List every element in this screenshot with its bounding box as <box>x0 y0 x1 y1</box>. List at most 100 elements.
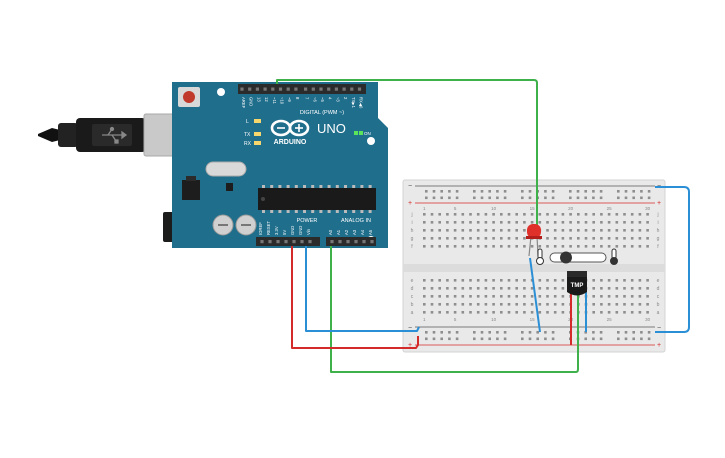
slider-track[interactable] <box>549 252 607 263</box>
wire-green-a0-sensor[interactable] <box>330 246 579 373</box>
reset-button-cap[interactable] <box>183 91 195 103</box>
breadboard[interactable]: − + − + − + − + 115510101515202025253030… <box>402 179 666 353</box>
pin-hole <box>362 240 366 244</box>
breadboard-hole <box>476 229 480 232</box>
column-number: 10 <box>491 206 497 211</box>
breadboard-hole <box>432 196 436 200</box>
wire-red-5v-rail[interactable] <box>291 246 419 349</box>
breadboard-hole <box>496 337 499 341</box>
breadboard-hole <box>530 295 534 298</box>
tmp-sensor[interactable]: TMP <box>567 271 587 296</box>
breadboard-hole <box>430 213 434 216</box>
breadboard-hole <box>484 287 488 290</box>
breadboard-hole <box>600 237 603 240</box>
breadboard-holes[interactable] <box>423 190 651 341</box>
breadboard-hole <box>538 245 542 248</box>
breadboard-hole <box>500 295 503 298</box>
breadboard-hole <box>538 311 542 314</box>
breadboard-hole <box>638 229 642 232</box>
rail-plus-label: + <box>408 200 412 207</box>
chip-pin <box>278 185 282 188</box>
breadboard-hole <box>507 221 511 224</box>
breadboard-hole <box>538 221 542 224</box>
breadboard-hole <box>576 190 580 193</box>
breadboard-hole <box>617 190 620 193</box>
breadboard-hole <box>561 295 565 298</box>
breadboard-hole <box>624 196 628 200</box>
pin-hole <box>334 87 338 91</box>
breadboard-hole <box>523 245 526 248</box>
breadboard-hole <box>630 213 634 216</box>
breadboard-hole <box>624 331 628 334</box>
crystal <box>205 161 247 177</box>
breadboard-hole <box>646 229 649 232</box>
breadboard-hole <box>423 221 426 224</box>
breadboard-hole <box>584 245 588 248</box>
row-letter: e <box>657 278 660 284</box>
breadboard-hole <box>507 311 511 314</box>
breadboard-hole <box>607 221 611 224</box>
wire-green-pin12-led[interactable] <box>276 79 538 228</box>
breadboard-hole <box>599 337 603 341</box>
breadboard-hole <box>561 287 565 290</box>
slider-handle[interactable] <box>560 251 572 264</box>
breadboard-hole <box>551 190 555 193</box>
row-letter: b <box>657 302 660 308</box>
breadboard-hole <box>546 245 549 248</box>
breadboard-hole <box>425 190 428 193</box>
temperature-slider[interactable] <box>536 248 618 265</box>
breadboard-hole <box>630 279 634 282</box>
breadboard-hole <box>623 303 626 306</box>
wire-blue-rail-bridge[interactable] <box>655 186 690 333</box>
breadboard-hole <box>492 237 495 240</box>
pin-hole <box>311 87 315 91</box>
breadboard-hole <box>484 245 488 248</box>
breadboard-hole <box>446 237 449 240</box>
breadboard-hole <box>561 213 565 216</box>
sensor-label: TMP <box>571 283 584 289</box>
breadboard-hole <box>469 229 472 232</box>
wires[interactable] <box>276 79 690 373</box>
breadboard-hole <box>423 237 426 240</box>
breadboard-hole <box>640 190 643 193</box>
breadboard-hole <box>577 237 580 240</box>
chip-pin <box>360 185 364 188</box>
voltage-regulator <box>182 180 200 200</box>
breadboard-hole <box>448 331 451 334</box>
breadboard-hole <box>592 303 595 306</box>
breadboard-hole <box>453 221 457 224</box>
breadboard-hole <box>553 237 557 240</box>
breadboard-hole <box>492 229 495 232</box>
breadboard-hole <box>600 295 603 298</box>
breadboard-hole <box>503 196 507 200</box>
row-letter: a <box>657 310 660 316</box>
wire-blue-led-gnd[interactable] <box>529 257 541 333</box>
arduino-logo <box>270 119 310 137</box>
breadboard-hole <box>607 229 611 232</box>
breadboard-hole <box>521 196 524 200</box>
breadboard-hole <box>640 331 643 334</box>
breadboard-hole <box>632 190 635 193</box>
breadboard-hole <box>561 311 565 314</box>
breadboard-hole <box>507 245 511 248</box>
atmega-microcontroller <box>258 188 376 210</box>
breadboard-hole <box>453 287 457 290</box>
breadboard-hole <box>469 221 472 224</box>
breadboard-hole <box>496 196 499 200</box>
breadboard-hole <box>430 237 434 240</box>
breadboard-hole <box>592 196 595 200</box>
row-letter: i <box>411 220 412 226</box>
led-lens <box>527 224 541 238</box>
wire-blue-gnd-rail[interactable] <box>305 246 420 332</box>
pin-hole <box>342 87 346 91</box>
breadboard-hole <box>600 311 603 314</box>
breadboard-hole <box>423 213 426 216</box>
breadboard-hole <box>592 245 595 248</box>
breadboard-hole <box>476 279 480 282</box>
breadboard-hole <box>538 287 542 290</box>
cable-end <box>38 128 60 142</box>
pin-hole <box>308 240 312 244</box>
